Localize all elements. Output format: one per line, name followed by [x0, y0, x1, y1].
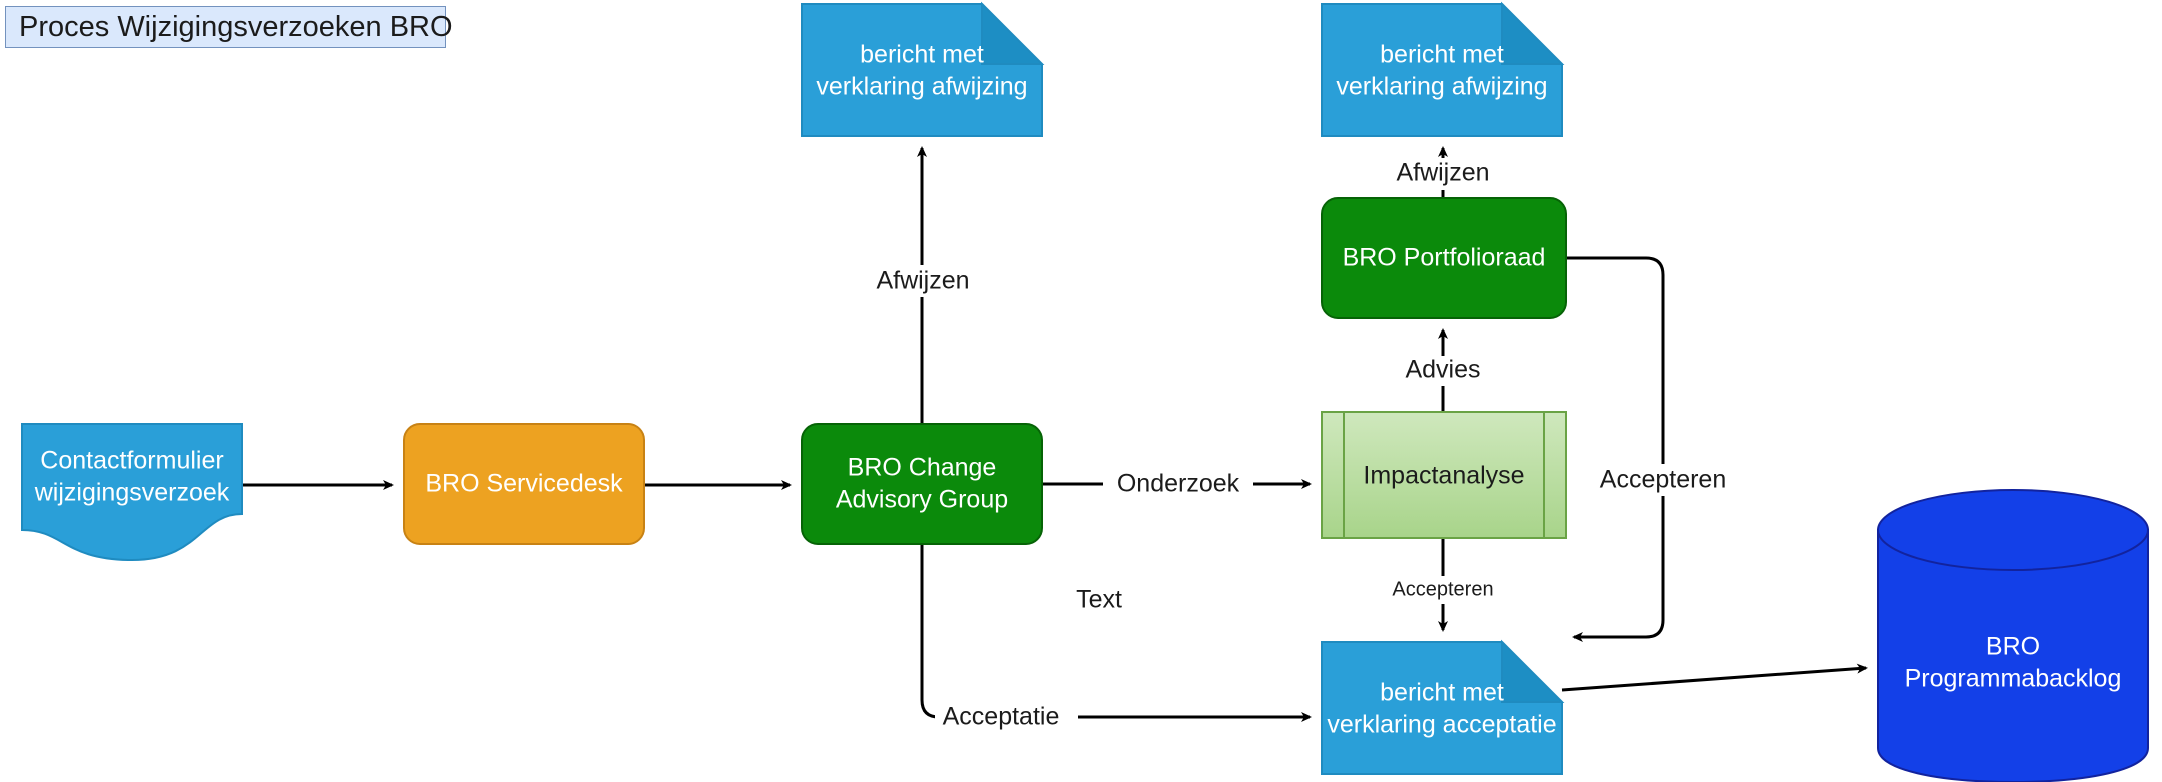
edge-label-advies: Advies — [1405, 356, 1480, 384]
edge-label-afwijzen-left: Afwijzen — [876, 267, 969, 295]
edge-label-accepteren: Accepteren — [1600, 466, 1726, 494]
afwijzing-note-right-line1: bericht met — [1380, 41, 1504, 69]
bro-portfolioraad-process[interactable]: BRO Portfolioraad — [1321, 197, 1567, 319]
edge-portfolioraad-to-acceptatie-note[interactable]: Accepteren — [1566, 256, 1738, 642]
edge-impactanalyse-to-portfolioraad[interactable]: Advies — [1391, 328, 1495, 412]
contactformulier-document[interactable]: Contactformulier wijzigingsverzoek — [21, 423, 243, 562]
edge-label-acceptatie: Acceptatie — [943, 703, 1060, 731]
bericht-verklaring-afwijzing-note-right[interactable]: bericht met verklaring afwijzing — [1321, 1, 1565, 137]
free-text-label: Text — [1076, 586, 1122, 614]
acceptatie-note-line1: bericht met — [1380, 679, 1504, 707]
contactformulier-label-line1: Contactformulier — [40, 447, 223, 475]
impactanalyse-label: Impactanalyse — [1363, 462, 1524, 490]
page-title: Proces Wijzigingsverzoeken BRO — [19, 10, 453, 43]
afwijzing-note-left-line2: verklaring afwijzing — [816, 73, 1027, 101]
edge-layer: Afwijzen Onderzoek Acceptatie Advies Afw… — [242, 146, 1868, 733]
edge-cab-to-acceptatie-note[interactable]: Acceptatie — [920, 544, 1312, 733]
edge-label-accepteren-small: Accepteren — [1392, 578, 1493, 600]
edge-label-onderzoek: Onderzoek — [1117, 470, 1240, 498]
bro-cab-label-line2: Advisory Group — [836, 486, 1008, 514]
edge-cab-to-impactanalyse[interactable]: Onderzoek — [1042, 468, 1312, 500]
bericht-verklaring-acceptatie-note[interactable]: bericht met verklaring acceptatie — [1321, 639, 1565, 775]
bro-portfolioraad-label: BRO Portfolioraad — [1343, 244, 1546, 272]
impactanalyse-subprocess[interactable]: Impactanalyse — [1321, 411, 1567, 539]
bro-servicedesk-process[interactable]: BRO Servicedesk — [403, 423, 645, 545]
afwijzing-note-left-line1: bericht met — [860, 41, 984, 69]
free-label-layer: Text — [1076, 586, 1122, 614]
bro-cab-label-line1: BRO Change — [848, 454, 997, 482]
contactformulier-label-line2: wijzigingsverzoek — [34, 479, 230, 507]
edge-impactanalyse-to-acceptatie-note[interactable]: Accepteren — [1376, 538, 1512, 632]
afwijzing-note-right-line2: verklaring afwijzing — [1336, 73, 1547, 101]
edge-acceptatie-note-to-backlog[interactable] — [1561, 663, 1868, 692]
bro-change-advisory-group-process[interactable]: BRO Change Advisory Group — [801, 423, 1043, 545]
diagram-title-box: Proces Wijzigingsverzoeken BRO — [5, 6, 453, 48]
bericht-verklaring-afwijzing-note-left[interactable]: bericht met verklaring afwijzing — [801, 1, 1045, 137]
backlog-label-line1: BRO — [1986, 633, 2040, 661]
edge-label-afwijzen-right: Afwijzen — [1396, 159, 1489, 187]
edge-portfolioraad-to-afwijzing-note[interactable]: Afwijzen — [1382, 146, 1504, 198]
bro-programmabacklog-datastore[interactable]: BRO Programmabacklog — [1877, 489, 2149, 782]
bro-servicedesk-label: BRO Servicedesk — [425, 470, 623, 498]
acceptatie-note-line2: verklaring acceptatie — [1327, 711, 1556, 739]
node-layer: Contactformulier wijzigingsverzoek BRO S… — [21, 1, 2149, 782]
edge-cab-to-afwijzing-note[interactable]: Afwijzen — [862, 146, 984, 424]
backlog-label-line2: Programmabacklog — [1905, 665, 2122, 693]
